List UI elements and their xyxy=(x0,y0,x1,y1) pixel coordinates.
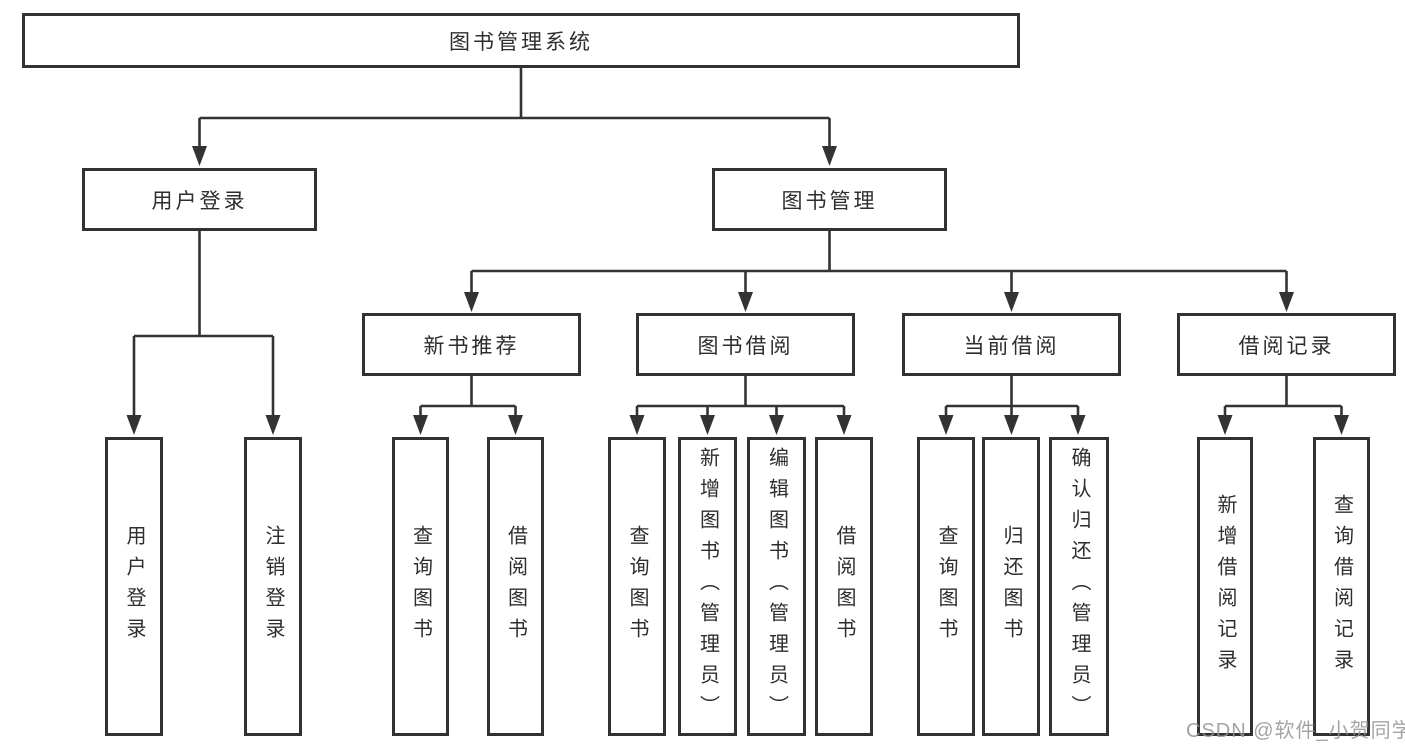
node-new-book-recommend: 新书推荐 xyxy=(362,313,581,376)
leaf-label: 确认归还（管理员） xyxy=(1068,447,1090,726)
connector-current-borrow-to-leaves xyxy=(938,376,1086,435)
leaf-edit-books-admin: 编辑图书（管理员） xyxy=(747,437,806,736)
node-borrow-records: 借阅记录 xyxy=(1177,313,1396,376)
leaf-add-books-admin: 新增图书（管理员） xyxy=(678,437,737,736)
connector-user-login-to-leaves xyxy=(126,231,281,435)
leaf-borrow-books-2: 借阅图书 xyxy=(815,437,873,736)
leaf-return-books: 归还图书 xyxy=(982,437,1040,736)
leaf-label: 查询借阅记录 xyxy=(1330,493,1353,680)
node-user-login: 用户登录 xyxy=(82,168,317,231)
leaf-label: 借阅图书 xyxy=(504,524,527,649)
leaf-label: 注销登录 xyxy=(262,524,284,649)
leaf-label: 查询图书 xyxy=(626,524,648,649)
leaf-query-books-2: 查询图书 xyxy=(608,437,666,736)
leaf-query-borrow-record: 查询借阅记录 xyxy=(1313,437,1370,736)
connector-book-borrow-to-leaves xyxy=(629,376,852,435)
leaf-label: 归还图书 xyxy=(1000,524,1022,649)
leaf-label: 新增借阅记录 xyxy=(1214,493,1236,680)
leaf-borrow-books-1: 借阅图书 xyxy=(487,437,544,736)
leaf-label: 查询图书 xyxy=(935,524,957,649)
node-root: 图书管理系统 xyxy=(22,13,1020,68)
leaf-label: 编辑图书（管理员） xyxy=(765,447,788,726)
leaf-query-books-3: 查询图书 xyxy=(917,437,975,736)
leaf-logout: 注销登录 xyxy=(244,437,302,736)
leaf-confirm-return-admin: 确认归还（管理员） xyxy=(1049,437,1109,736)
leaf-add-borrow-record: 新增借阅记录 xyxy=(1197,437,1253,736)
watermark: CSDN @软件_小贺同学 xyxy=(1186,720,1405,742)
node-book-mgmt: 图书管理 xyxy=(712,168,947,231)
node-current-borrow: 当前借阅 xyxy=(902,313,1121,376)
connector-root-to-level2 xyxy=(192,68,837,166)
leaf-query-books-1: 查询图书 xyxy=(392,437,449,736)
leaf-user-login: 用户登录 xyxy=(105,437,163,736)
connector-borrow-records-to-leaves xyxy=(1217,376,1349,435)
leaf-label: 借阅图书 xyxy=(833,524,855,649)
node-book-borrow: 图书借阅 xyxy=(636,313,855,376)
leaf-label: 用户登录 xyxy=(123,524,145,649)
connector-book-mgmt-to-level3 xyxy=(464,231,1294,312)
leaf-label: 查询图书 xyxy=(409,524,432,649)
leaf-label: 新增图书（管理员） xyxy=(696,447,719,726)
connector-new-book-to-leaves xyxy=(413,376,523,435)
